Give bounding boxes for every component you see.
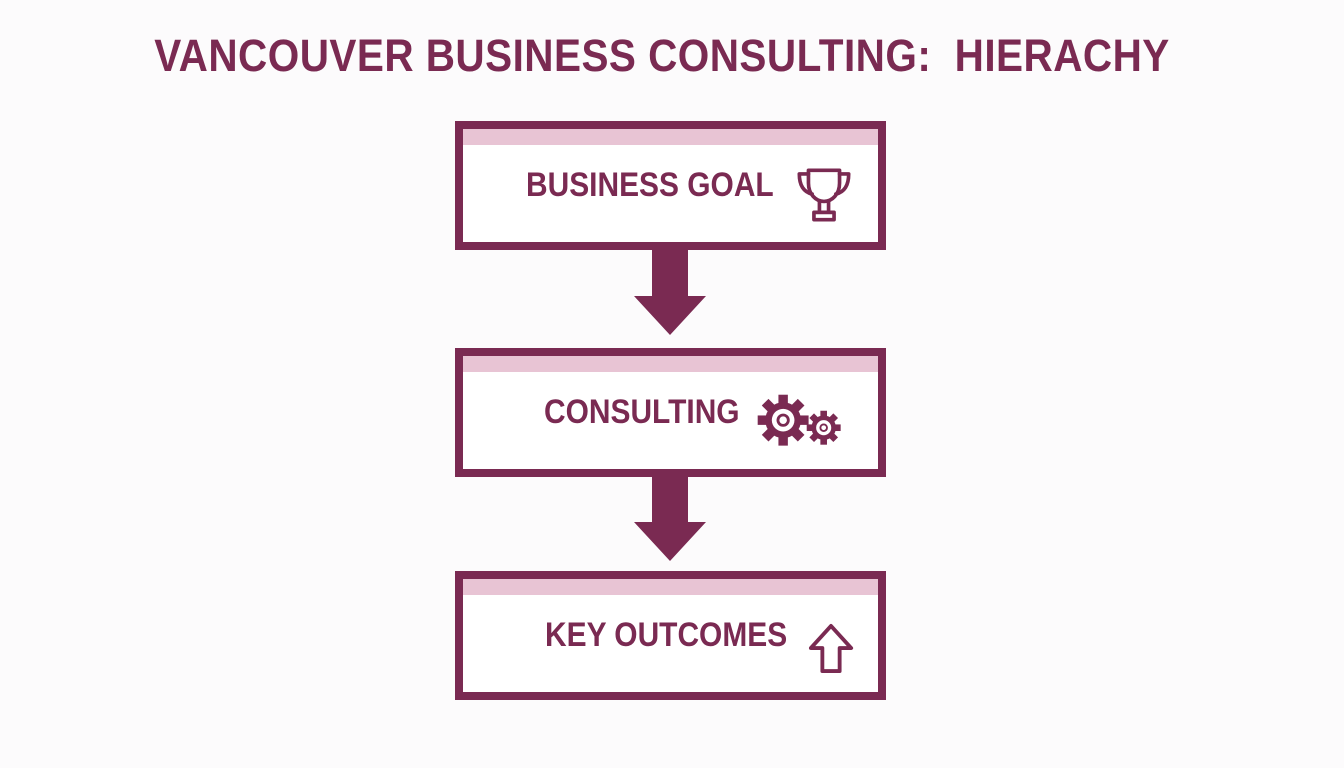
box-label: BUSINESS GOAL (526, 166, 774, 204)
box-consulting: CONSULTING (455, 348, 886, 477)
down-arrow-1 (634, 246, 706, 335)
box-header-band (463, 356, 878, 372)
trophy-icon (797, 168, 851, 222)
gears-icon (757, 394, 841, 446)
box-header-band (463, 579, 878, 595)
box-label: CONSULTING (544, 393, 740, 431)
down-arrow-2 (634, 472, 706, 561)
diagram-title: VANCOUVER BUSINESS CONSULTING: HIERACHY (154, 30, 1170, 81)
box-header-band (463, 129, 878, 145)
box-business-goal: BUSINESS GOAL (455, 121, 886, 250)
up-arrow-icon (808, 624, 854, 673)
box-key-outcomes: KEY OUTCOMES (455, 571, 886, 700)
box-label: KEY OUTCOMES (545, 616, 788, 654)
